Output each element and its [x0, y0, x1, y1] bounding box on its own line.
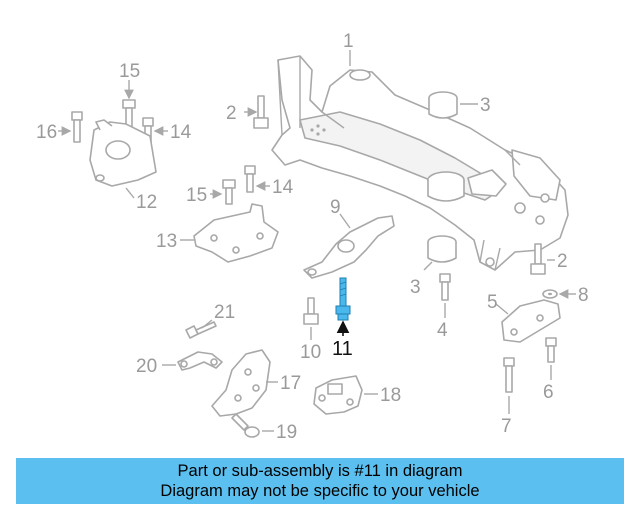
bracket-17	[211, 349, 271, 417]
callout-4: 4	[437, 320, 448, 341]
bolt-2-lower	[530, 243, 546, 275]
bracket-18	[313, 375, 363, 415]
bolt-14-lower	[244, 165, 256, 193]
callout-10: 10	[300, 342, 321, 363]
callout-15-upper: 15	[119, 61, 140, 82]
washer-8	[542, 289, 558, 299]
bolt-19	[231, 413, 260, 438]
callout-14-lower: 14	[272, 177, 294, 198]
callout-21: 21	[214, 302, 235, 323]
bracket-13	[193, 203, 279, 263]
callout-13: 13	[156, 231, 177, 252]
bolt-10	[303, 297, 319, 325]
subframe-part	[271, 55, 569, 271]
callout-15-lower: 15	[186, 185, 207, 206]
leader-5	[495, 303, 509, 315]
info-banner: Part or sub-assembly is #11 in diagram D…	[16, 458, 624, 504]
leader-12	[125, 187, 135, 199]
callout-3-lower: 3	[410, 277, 421, 298]
bolt-15-lower	[222, 179, 236, 205]
callout-12: 12	[136, 192, 157, 213]
callout-14-upper: 14	[170, 122, 192, 143]
engine-mount-bracket-12	[89, 119, 157, 187]
bolt-11-highlighted	[335, 277, 351, 321]
callout-18: 18	[380, 385, 401, 406]
callout-2-upper: 2	[226, 103, 237, 124]
callout-9: 9	[330, 197, 341, 218]
leader-21	[201, 319, 213, 329]
bolt-16	[71, 111, 83, 143]
callout-2-lower: 2	[557, 251, 568, 272]
callout-20: 20	[136, 356, 157, 377]
bracket-5	[501, 299, 561, 343]
bushing-3-upper	[428, 91, 458, 119]
callout-5: 5	[487, 292, 498, 313]
callout-19: 19	[276, 422, 297, 443]
banner-line-2: Diagram may not be specific to your vehi…	[160, 482, 480, 500]
torque-rod-9	[303, 215, 395, 279]
banner-line-1: Part or sub-assembly is #11 in diagram	[177, 462, 463, 480]
callout-3-upper: 3	[480, 95, 491, 116]
callout-6: 6	[543, 382, 554, 403]
leader-3-lower	[423, 261, 433, 271]
bushing-3-lower	[427, 235, 457, 263]
bolt-2-upper	[253, 95, 269, 129]
bolt-21	[185, 321, 217, 339]
callout-17: 17	[280, 373, 301, 394]
bolt-6	[545, 337, 557, 363]
callout-8: 8	[578, 285, 589, 306]
callout-1: 1	[343, 31, 354, 52]
bolt-7	[503, 357, 515, 393]
bolt-4	[439, 273, 451, 301]
callout-11: 11	[332, 338, 353, 360]
callout-16: 16	[36, 122, 57, 143]
leader-9	[339, 213, 351, 229]
callout-7: 7	[501, 416, 512, 437]
link-20	[177, 351, 223, 371]
